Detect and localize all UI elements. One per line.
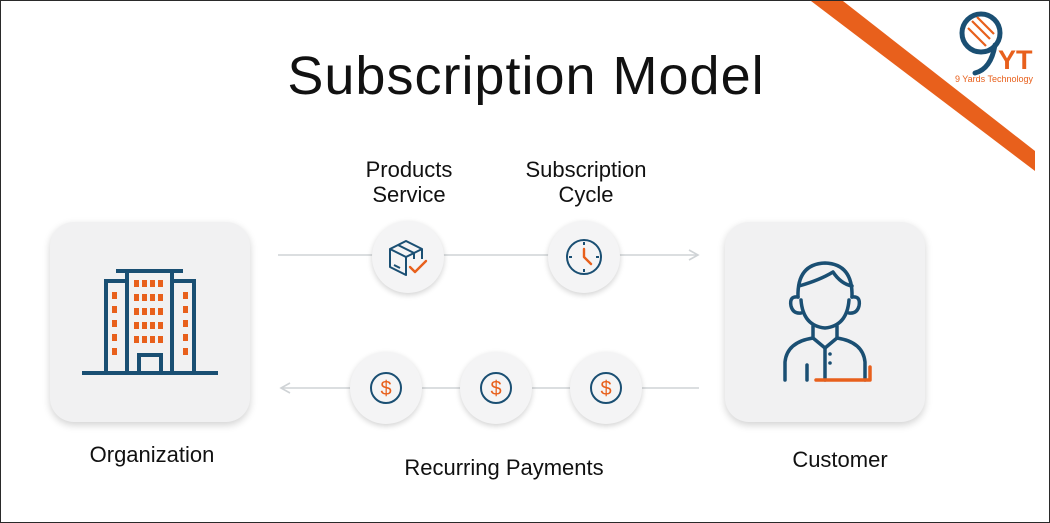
box-checkmark-icon: [389, 240, 428, 276]
payment-node-1: $: [350, 352, 422, 424]
svg-text:$: $: [490, 378, 501, 400]
dollar-coin-icon: $: [370, 372, 402, 404]
top-flow-arrowhead: [688, 249, 700, 261]
organization-label: Organization: [89, 442, 215, 467]
products-service-node: [372, 221, 444, 293]
subscription-cycle-node: [548, 221, 620, 293]
cycle-label-line1: Subscription: [525, 157, 647, 182]
customer-card: [725, 222, 925, 422]
cycle-label-line2: Cycle: [558, 182, 614, 207]
svg-text:$: $: [600, 378, 611, 400]
person-icon: [783, 261, 872, 382]
dollar-coin-icon: $: [590, 372, 622, 404]
products-label-line1: Products: [365, 157, 453, 182]
svg-text:$: $: [380, 378, 391, 400]
dollar-coin-icon: $: [480, 372, 512, 404]
payment-node-3: $: [570, 352, 642, 424]
products-service-label: Products Service: [344, 157, 474, 207]
clock-icon: [566, 239, 602, 275]
logo-caption: 9 Yards Technology: [954, 74, 1034, 84]
customer-label: Customer: [792, 447, 888, 472]
office-building-icon: [82, 269, 218, 375]
bottom-flow-arrowhead: [279, 382, 291, 394]
recurring-payments-label: Recurring Payments: [404, 455, 604, 480]
page-title: Subscription Model: [287, 46, 765, 106]
subscription-cycle-label: Subscription Cycle: [501, 157, 671, 207]
logo-mark: YT: [998, 45, 1033, 75]
payment-node-2: $: [460, 352, 532, 424]
brand-logo: YT: [959, 11, 1033, 76]
products-label-line2: Service: [372, 182, 446, 207]
organization-card: [50, 222, 250, 422]
